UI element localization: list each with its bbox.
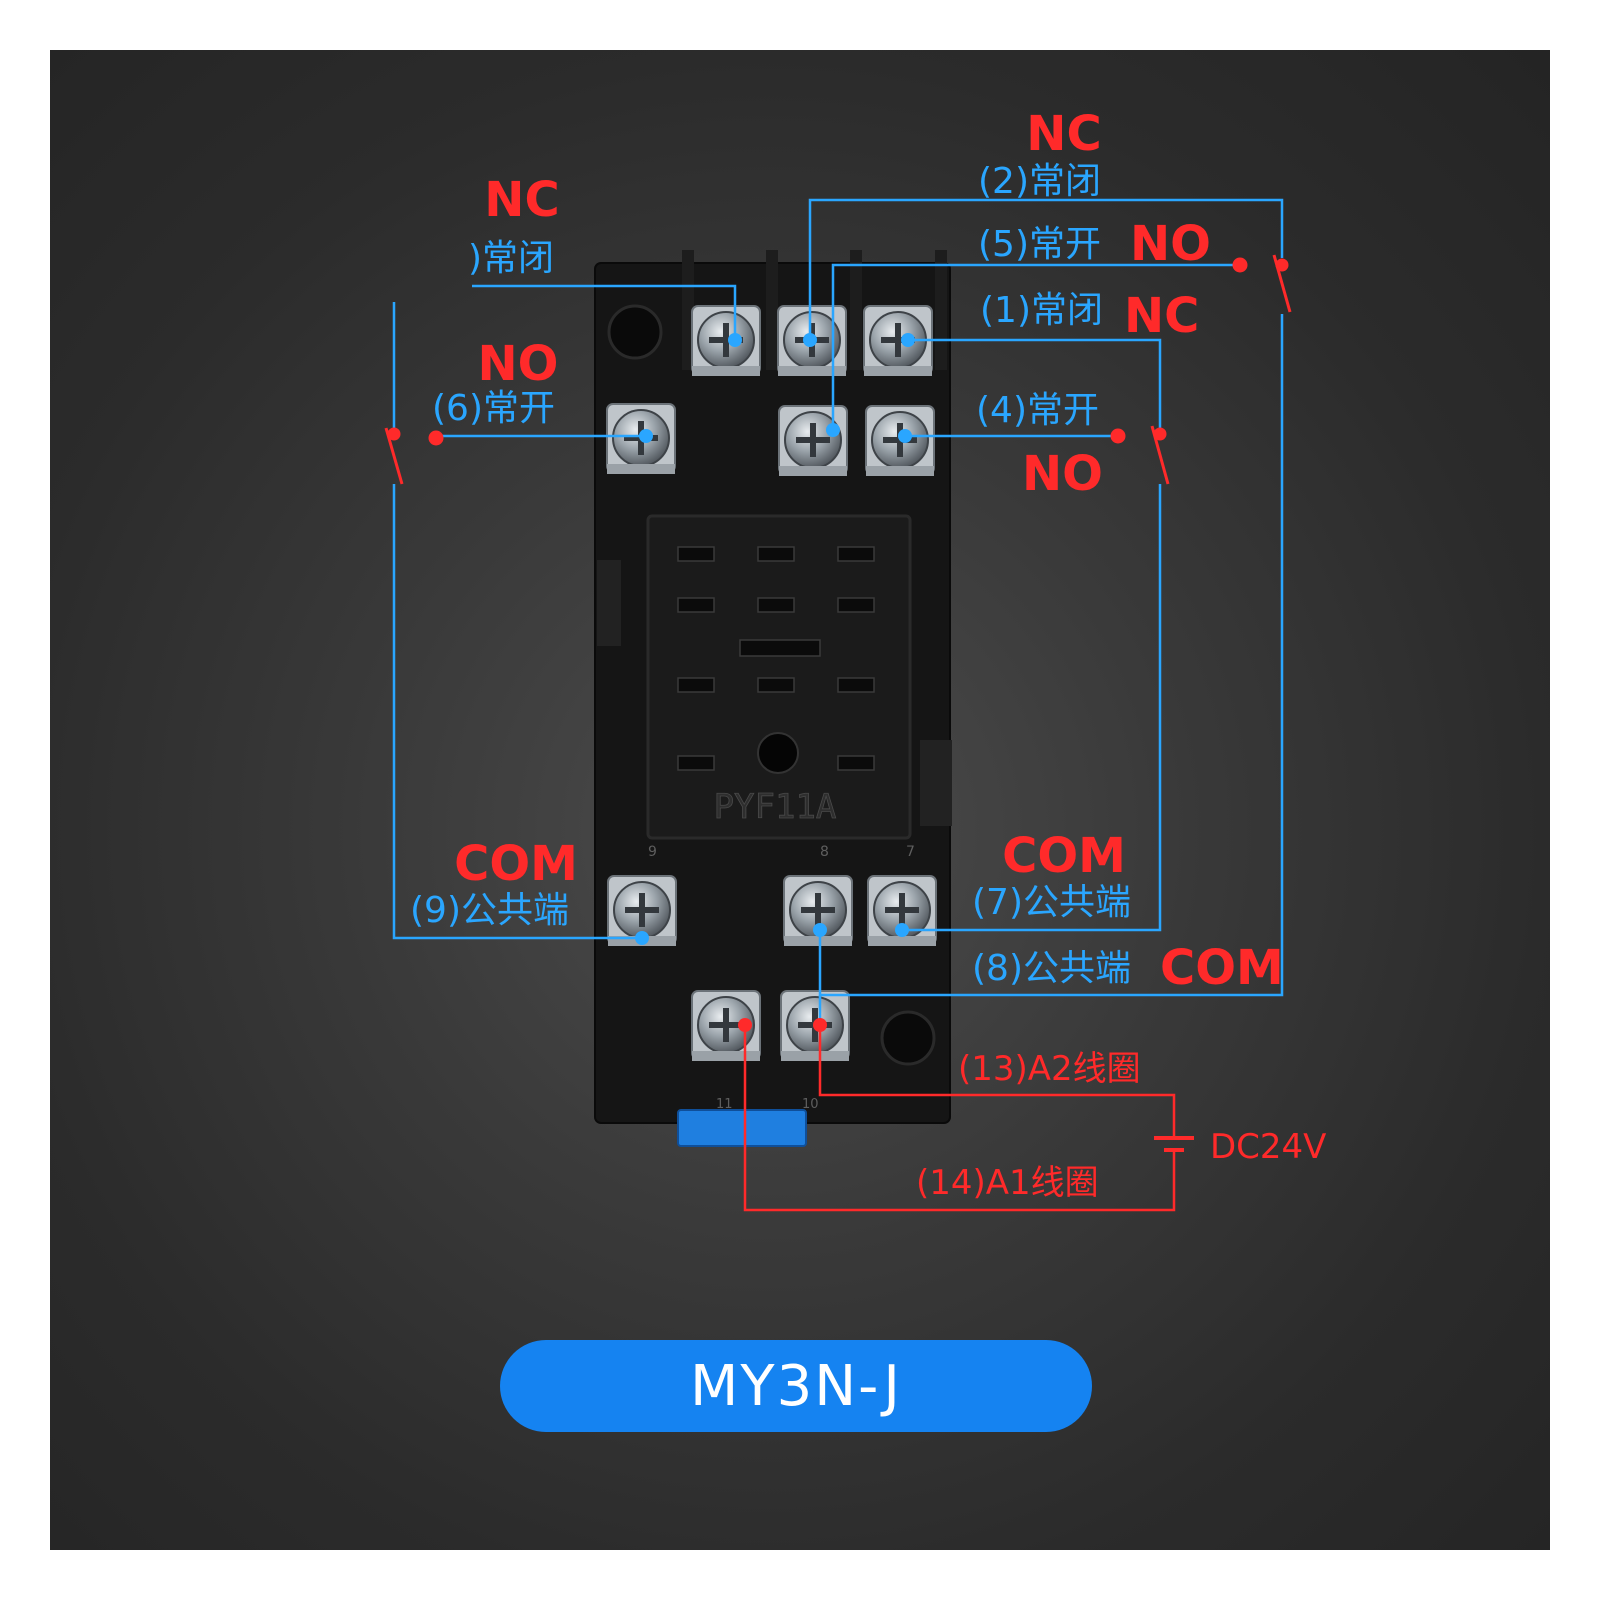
label-no-4: NO [1022, 446, 1103, 502]
pin-slots [677, 546, 875, 771]
label-nc-1: NC [1124, 288, 1199, 344]
terminal-points [635, 333, 915, 945]
terminal-3[interactable] [691, 305, 761, 377]
label-no-5: NO [1130, 216, 1211, 272]
wire-a2 [818, 1025, 1176, 1138]
terminal-4[interactable] [865, 405, 935, 477]
pin-number-10: 10 [802, 1097, 819, 1112]
label-com-left: COM [454, 836, 578, 892]
pin-number-7: 7 [906, 844, 915, 860]
socket-fin [850, 250, 862, 370]
socket-fin [766, 250, 778, 370]
wire-terminal-1 [908, 338, 1162, 428]
wire-a1 [743, 1025, 1176, 1212]
label-nc-top: NC [1026, 106, 1101, 162]
label-a2-coil: (13)A2线圈 [958, 1049, 1141, 1089]
relay-socket: PYF11A 9 8 7 11 10 [594, 250, 952, 1147]
label-com-right: COM [1002, 828, 1126, 884]
contact-symbols [384, 254, 1292, 485]
din-rail-clip [677, 1109, 807, 1147]
pin-number-11: 11 [716, 1097, 733, 1112]
label-terminal-9: (9)公共端 [410, 890, 569, 931]
wire-terminal-3 [472, 284, 737, 340]
model-badge: MY3N-J [500, 1340, 1092, 1432]
center-key-hole [757, 732, 799, 774]
label-com-8: COM [1160, 940, 1284, 996]
label-nc-left: NC [484, 172, 559, 228]
label-a1-coil: (14)A1线圈 [916, 1163, 1099, 1203]
contact-wiring [392, 198, 1284, 1025]
label-terminal-1: (1)常闭 [980, 290, 1103, 331]
label-terminal-6: (6)常开 [432, 388, 555, 429]
label-no-left: NO [478, 336, 559, 392]
label-terminal-5: (5)常开 [978, 224, 1101, 265]
label-dc24v: DC24V [1210, 1127, 1326, 1167]
label-terminal-2: (2)常闭 [978, 161, 1101, 202]
wire-com-left [392, 484, 642, 940]
label-terminal-8: (8)公共端 [972, 948, 1131, 989]
pin-number-9: 9 [648, 844, 657, 860]
side-clip [597, 560, 621, 646]
label-terminal-4: (4)常开 [976, 390, 1099, 431]
relay-socket-wiring-diagram: PYF11A 9 8 7 11 10 [384, 106, 1326, 1212]
label-terminal-3: )常闭 [468, 238, 554, 279]
wire-terminal-2 [808, 198, 1284, 340]
label-terminal-7: (7)公共端 [972, 882, 1131, 923]
wire-terminal-5 [831, 263, 1240, 430]
terminal-5[interactable] [778, 405, 848, 477]
product-image: PYF11A 9 8 7 11 10 [50, 50, 1550, 1550]
pin-number-8: 8 [820, 844, 829, 860]
mounting-hole [880, 1010, 936, 1066]
socket-fin [935, 250, 947, 370]
wire-com-right [902, 484, 1162, 932]
dc-supply-symbol [738, 1018, 1194, 1152]
wire-com-8 [818, 314, 1284, 997]
mounting-hole [607, 304, 663, 360]
side-clip [920, 740, 952, 826]
socket-model-mold: PYF11A [714, 787, 837, 827]
coil-wiring [743, 1025, 1176, 1212]
